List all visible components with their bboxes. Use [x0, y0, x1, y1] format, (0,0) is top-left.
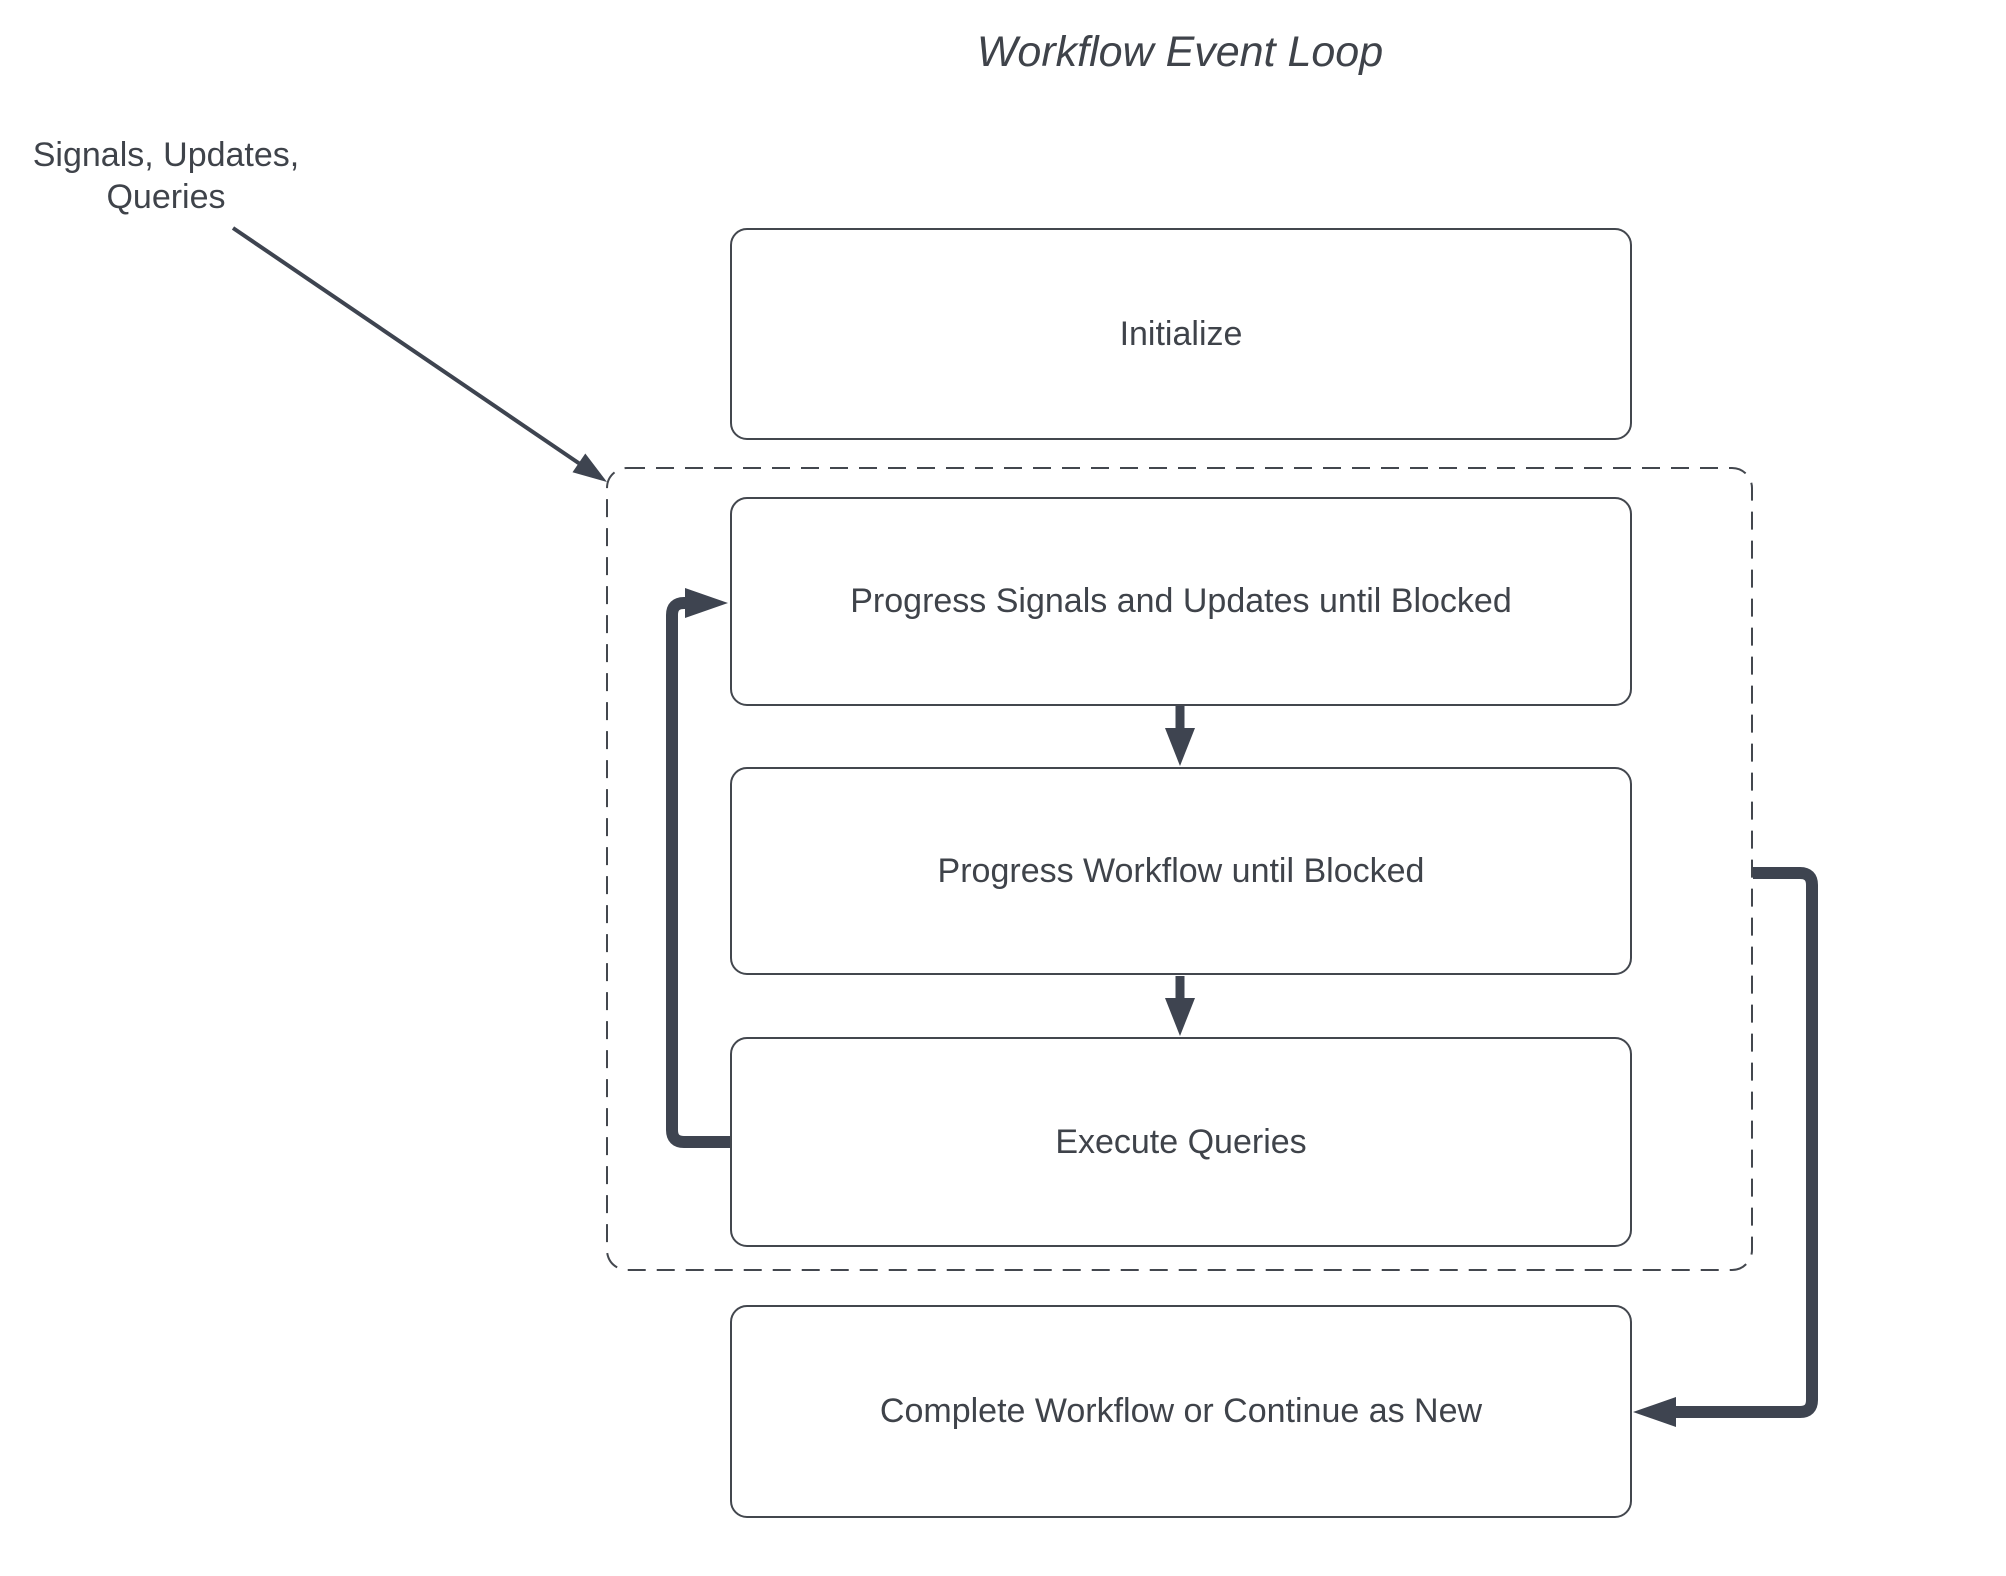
diagram-title: Workflow Event Loop	[976, 28, 1384, 76]
node-progress-signals: Progress Signals and Updates until Block…	[730, 497, 1632, 706]
node-complete-workflow: Complete Workflow or Continue as New	[730, 1305, 1632, 1518]
queries-loop-back-arrow	[666, 588, 730, 1148]
signals-input-arrowhead	[572, 453, 607, 482]
node-progress-workflow: Progress Workflow until Blocked	[730, 767, 1632, 975]
queries-loop-back-arrowhead	[685, 588, 728, 618]
loop-exit-arrowhead	[1633, 1397, 1676, 1427]
signals-to-workflow-arrowhead	[1165, 728, 1195, 766]
workflow-to-queries-arrowhead	[1165, 998, 1195, 1036]
signals-updates-queries-label: Signals, Updates, Queries	[32, 136, 300, 217]
workflow-to-queries-arrow	[1165, 976, 1195, 1036]
queries-loop-back-arrow-shaft	[666, 597, 730, 1148]
signals-input-arrow	[231, 226, 607, 482]
loop-exit-arrow	[1633, 867, 1818, 1427]
signals-to-workflow-arrow	[1165, 706, 1195, 766]
node-execute-queries: Execute Queries	[730, 1037, 1632, 1247]
signals-input-arrow-shaft	[231, 226, 582, 466]
node-initialize: Initialize	[730, 228, 1632, 440]
loop-exit-arrow-shaft	[1675, 867, 1818, 1418]
